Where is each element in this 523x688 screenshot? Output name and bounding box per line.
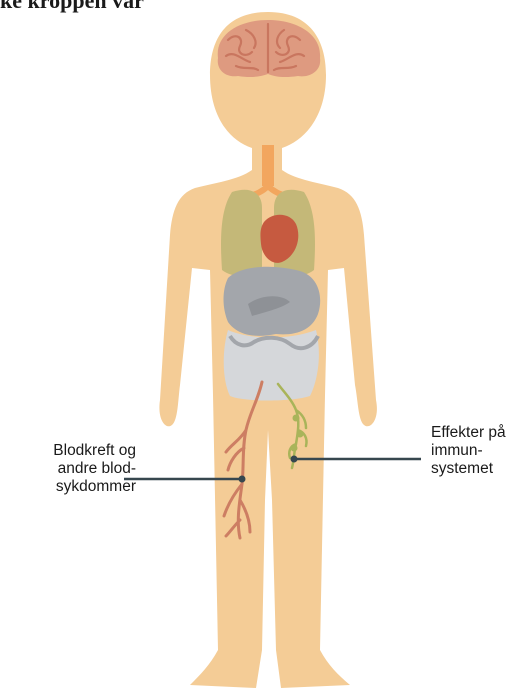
callout-line: Blodkreft og bbox=[12, 442, 136, 460]
lymph-node bbox=[291, 445, 298, 452]
immune-leader-dot bbox=[291, 456, 298, 463]
trachea bbox=[262, 145, 274, 186]
digestive-organs bbox=[224, 267, 321, 401]
lymph-node bbox=[297, 431, 304, 438]
blood-disease-callout: Blodkreft og andre blod- sykdommer bbox=[12, 442, 136, 496]
callout-line: Effekter på bbox=[431, 424, 523, 442]
callout-line: sykdommer bbox=[12, 478, 136, 496]
left-lung bbox=[221, 190, 262, 277]
intestine bbox=[224, 330, 319, 401]
callout-line: systemet bbox=[431, 460, 523, 478]
blood-leader-dot bbox=[239, 476, 246, 483]
callout-line: immun- bbox=[431, 442, 523, 460]
lymph-node bbox=[293, 415, 300, 422]
callout-line: andre blod- bbox=[12, 460, 136, 478]
immune-effects-callout: Effekter på immun- systemet bbox=[431, 424, 523, 478]
